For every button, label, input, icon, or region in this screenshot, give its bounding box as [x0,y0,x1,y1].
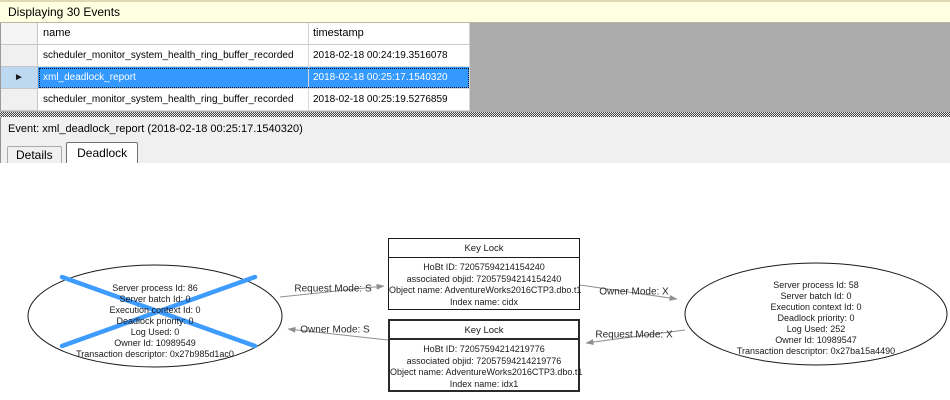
resource-attr: Object name: AdventureWorks2016CTP3.dbo.… [390,367,583,377]
process-attr: Server process Id: 58 [773,280,859,290]
process-attr: Owner Id: 10989547 [775,335,857,345]
deadlock-graph-page: Server process Id: 86 Server batch Id: 0… [0,163,950,400]
cell-timestamp[interactable]: 2018-02-18 00:25:17.1540320 [309,67,470,89]
cell-timestamp[interactable]: 2018-02-18 00:24:19.3516078 [309,45,470,67]
resource-node-text: HoBt ID: 72057594214154240 associated ob… [389,258,582,308]
process-node-victim-text: Server process Id: 86 Server batch Id: 0… [25,283,285,360]
table-row[interactable]: scheduler_monitor_system_health_ring_buf… [1,45,470,67]
process-attr: Execution context Id: 0 [109,305,201,315]
selected-event-caption: Event: xml_deadlock_report (2018-02-18 0… [8,123,303,135]
process-attr: Server process Id: 86 [112,283,198,293]
process-node-ellipse [684,262,948,366]
cell-name[interactable]: xml_deadlock_report [38,67,309,89]
victim-cross-line [59,274,258,349]
horizontal-splitter[interactable] [0,112,950,117]
resource-attr: associated objid: 72057594214219776 [406,355,562,366]
process-attr: Owner Id: 10989549 [114,338,196,348]
row-selector-header[interactable] [1,23,38,45]
process-attr: Transaction descriptor: 0x27ba15a4490 [736,346,896,356]
process-attr: Deadlock priority: 0 [116,316,194,326]
row-selector-cell[interactable] [1,45,38,67]
detail-tabstrip: Details Deadlock [1,142,950,163]
resource-attr: associated objid: 72057594214154240 [406,273,562,284]
edge-label-request-s: Request Mode: S [294,283,372,295]
process-attr: Log Used: 252 [786,324,846,334]
process-attr: Server batch Id: 0 [119,294,191,304]
process-attr: Transaction descriptor: 0x27b985d1ac0 [76,349,234,359]
resource-attr: Index name: cidx [449,296,519,307]
column-header-timestamp[interactable]: timestamp [309,23,470,45]
edge-request-x-arrow [585,329,686,345]
grid-header-row: name timestamp [1,23,470,45]
edge-request-s-arrow [279,283,385,298]
resource-attr: HoBt ID: 72057594214154240 [423,262,545,272]
process-attr: Log Used: 0 [130,327,180,337]
tab-details[interactable]: Details [7,146,62,163]
events-count-label: Displaying 30 Events [8,5,121,19]
resource-node-text: HoBt ID: 72057594214219776 associated ob… [390,340,583,390]
events-grid-area: name timestamp scheduler_monitor_system_… [0,23,950,112]
edge-owner-x-arrow [579,284,678,301]
process-node-text: Server process Id: 58 Server batch Id: 0… [686,280,946,357]
deadlock-graph-canvas [27,262,948,368]
cell-name[interactable]: scheduler_monitor_system_health_ring_buf… [38,89,309,111]
row-selector-cell[interactable]: ► [1,67,38,89]
edge-owner-s-arrow [287,326,389,341]
resource-attr: Object name: AdventureWorks2016CTP3.dbo.… [389,285,582,295]
current-row-arrow-icon: ► [14,71,24,83]
edge-label-request-x: Request Mode: X [595,329,673,341]
resource-attr: HoBt ID: 72057594214219776 [423,344,545,354]
table-row-selected[interactable]: ► xml_deadlock_report 2018-02-18 00:25:1… [1,67,470,89]
event-detail-panel: Event: xml_deadlock_report (2018-02-18 0… [0,117,950,163]
cell-name[interactable]: scheduler_monitor_system_health_ring_buf… [38,45,309,67]
process-attr: Server batch Id: 0 [780,291,852,301]
edge-label-owner-x: Owner Mode: X [599,286,669,298]
column-header-name[interactable]: name [38,23,309,45]
tab-deadlock[interactable]: Deadlock [66,142,139,163]
table-row[interactable]: scheduler_monitor_system_health_ring_buf… [1,89,470,111]
resource-attr: Index name: idx1 [449,378,519,389]
process-attr: Execution context Id: 0 [770,302,862,312]
resource-title: Key Lock [390,321,578,340]
events-grid: name timestamp scheduler_monitor_system_… [0,23,470,111]
resource-node-keylock-top: Key Lock HoBt ID: 72057594214154240 asso… [388,238,582,310]
row-selector-cell[interactable] [1,89,38,111]
resource-title: Key Lock [389,239,579,258]
process-attr: Deadlock priority: 0 [777,313,855,323]
cell-timestamp[interactable]: 2018-02-18 00:25:19.5276859 [309,89,470,111]
resource-node-keylock-bottom: Key Lock HoBt ID: 72057594214219776 asso… [388,319,583,392]
edge-label-owner-s: Owner Mode: S [300,324,370,336]
events-count-bar: Displaying 30 Events [0,0,950,23]
